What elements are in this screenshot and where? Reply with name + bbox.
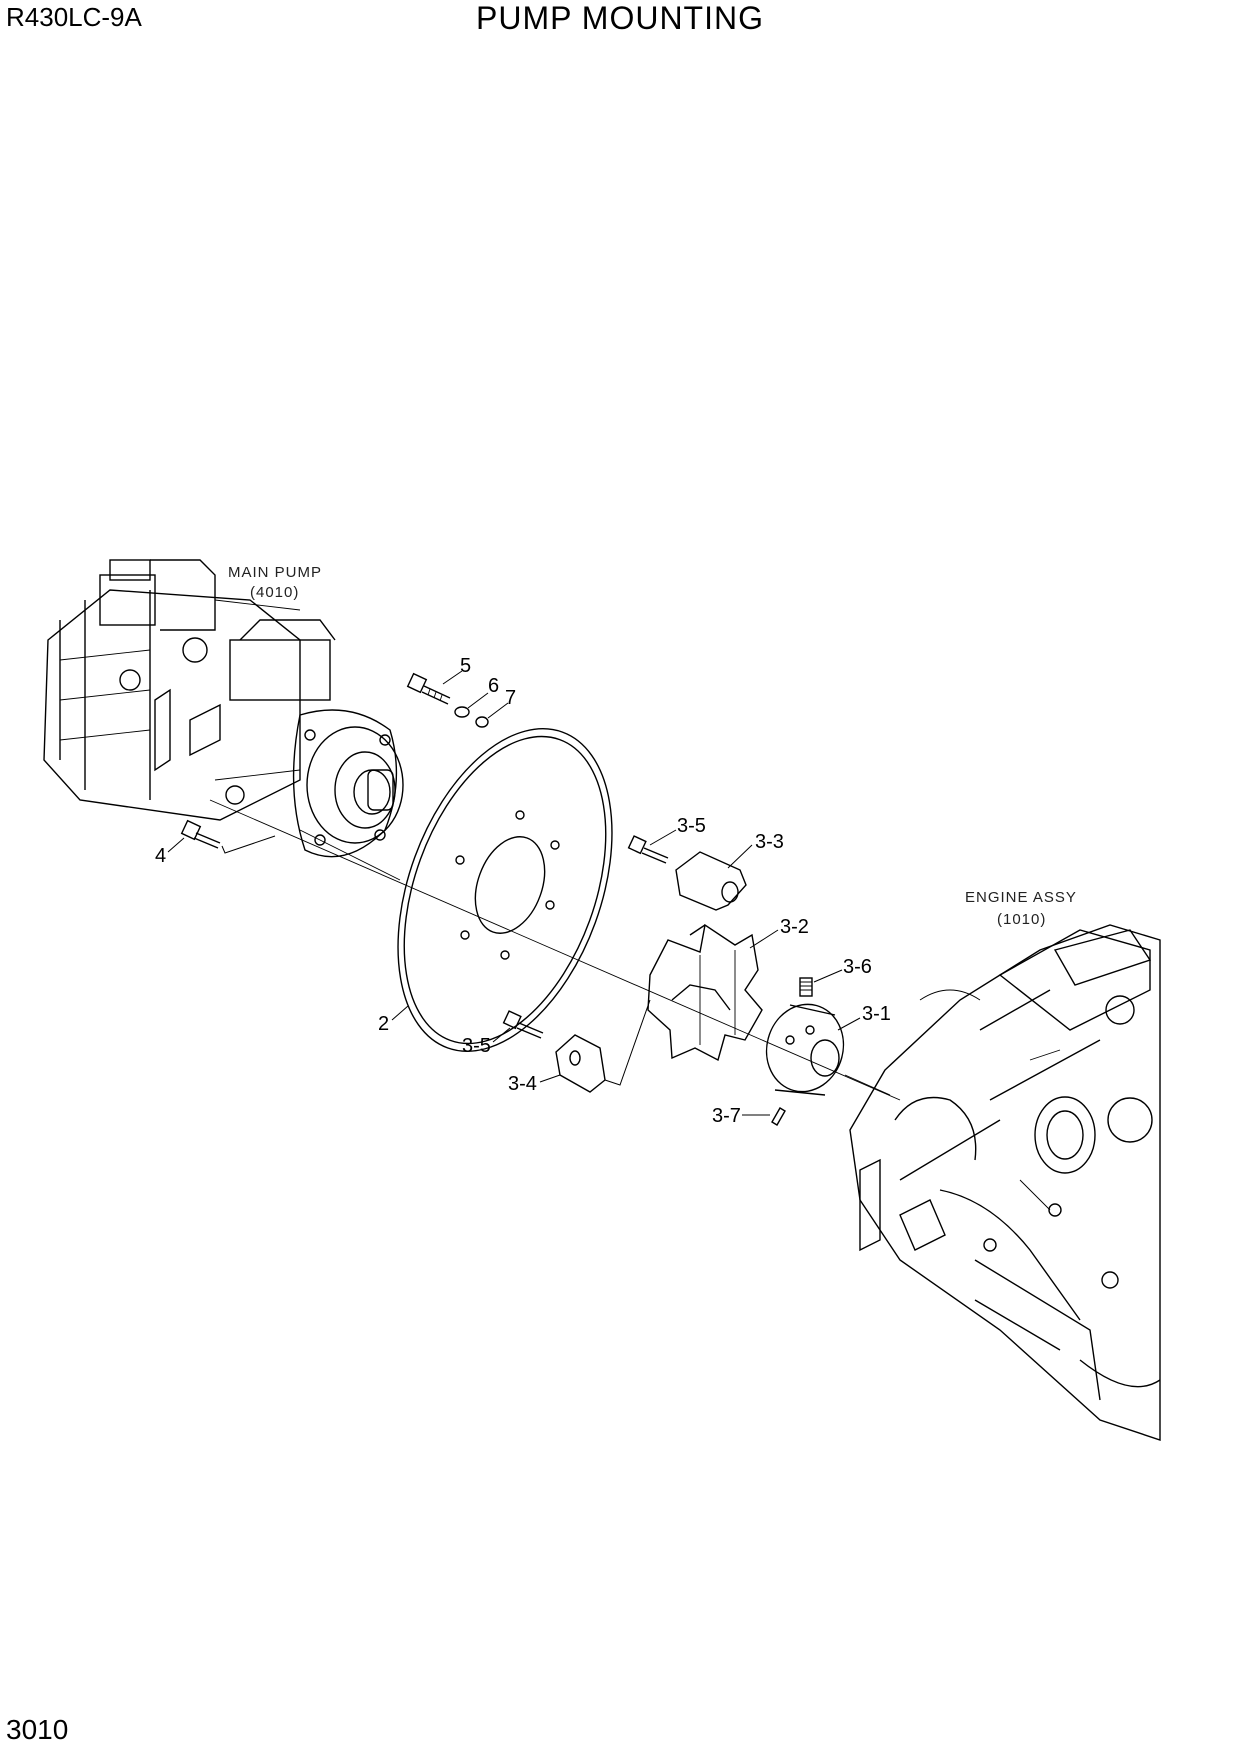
page-number: 3010 xyxy=(6,1714,69,1745)
guide-line-lower xyxy=(844,1074,891,1096)
leader-2 xyxy=(391,1005,409,1021)
main-pump-ref: (4010) xyxy=(250,584,299,601)
engine-assy-label: ENGINE ASSY xyxy=(965,889,1077,906)
flywheel-plate-2 xyxy=(397,728,613,1052)
callout-3-7: 3-7 xyxy=(712,1105,741,1127)
leader-7 xyxy=(487,702,509,719)
callout-6: 6 xyxy=(488,675,499,697)
wedge-3-4 xyxy=(555,1034,606,1093)
leader-3-5-top xyxy=(649,829,677,846)
hub-3-1 xyxy=(765,1003,845,1096)
leader-3-2 xyxy=(749,929,779,949)
callout-3-1: 3-1 xyxy=(862,1003,891,1025)
engine-drawing xyxy=(849,924,1161,1441)
washer-6 xyxy=(454,706,470,718)
leader-3-1 xyxy=(837,1017,861,1031)
leader-3-4 xyxy=(539,999,651,1086)
callout-2: 2 xyxy=(378,1013,389,1035)
pin-3-7 xyxy=(771,1107,786,1126)
leader-4 xyxy=(167,835,276,854)
page-title: PUMP MOUNTING xyxy=(476,0,764,36)
callout-3-3: 3-3 xyxy=(755,831,784,853)
set-screw-3-6 xyxy=(799,977,813,997)
callout-3-6: 3-6 xyxy=(843,956,872,978)
callout-7: 7 xyxy=(505,687,516,709)
callout-3-5-top: 3-5 xyxy=(677,815,706,837)
pad-3-3 xyxy=(675,851,747,911)
leader-6 xyxy=(467,692,489,709)
rubber-element-3-2 xyxy=(647,923,763,1062)
callout-3-5-bottom: 3-5 xyxy=(462,1035,491,1057)
callout-3-4: 3-4 xyxy=(508,1073,537,1095)
bolt-3-5-bottom xyxy=(502,1010,544,1039)
leader-3-3 xyxy=(727,844,753,869)
callout-5: 5 xyxy=(460,655,471,677)
main-pump-label: MAIN PUMP xyxy=(228,564,322,581)
guide-line-upper xyxy=(299,829,401,881)
assembly-axis-line xyxy=(209,799,901,1101)
callout-3-2: 3-2 xyxy=(780,916,809,938)
leader-3-6 xyxy=(813,969,843,983)
bolt-5 xyxy=(406,672,451,705)
washer-7 xyxy=(475,716,489,728)
bolt-3-5-top xyxy=(627,835,669,864)
leader-5 xyxy=(442,670,463,685)
callout-4: 4 xyxy=(155,845,166,867)
bolt-4 xyxy=(180,819,221,849)
main-pump-drawing xyxy=(43,559,404,858)
engine-assy-ref: (1010) xyxy=(997,911,1046,928)
leader-3-5-bottom xyxy=(492,1027,511,1043)
model-label: R430LC-9A xyxy=(6,2,142,32)
